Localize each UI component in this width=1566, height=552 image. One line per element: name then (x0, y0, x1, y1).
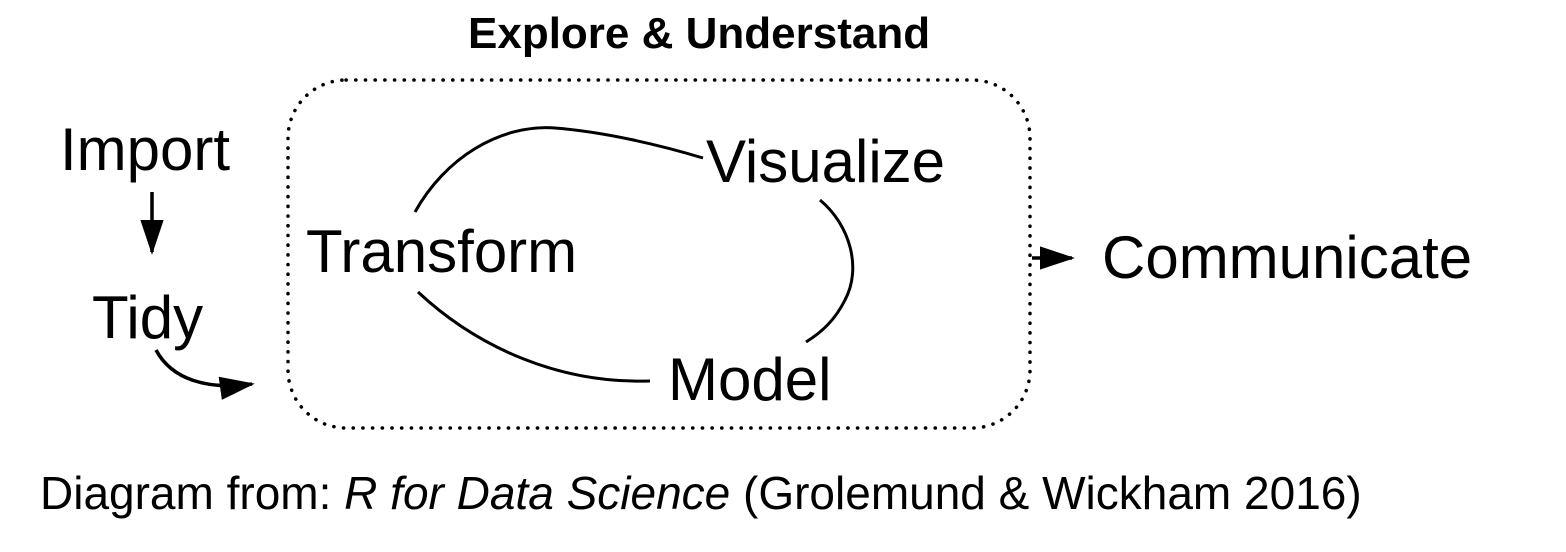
node-model: Model (668, 346, 832, 413)
arrow-tidy-to-box (154, 349, 255, 400)
node-tidy: Tidy (92, 284, 204, 351)
node-communicate: Communicate (1102, 224, 1473, 291)
node-import: Import (60, 116, 231, 183)
caption-source-title: R for Data Science (344, 467, 731, 519)
node-visualize: Visualize (706, 128, 946, 195)
explore-box-title: Explore & Understand (468, 9, 931, 58)
explore-understand-box (286, 78, 1032, 430)
curve-visualize-to-model (805, 198, 855, 344)
curve-model-to-transform (416, 290, 651, 383)
caption-suffix: (Grolemund & Wickham 2016) (730, 467, 1362, 519)
curve-transform-to-visualize (413, 126, 704, 213)
caption-prefix: Diagram from: (40, 467, 345, 519)
node-transform: Transform (306, 218, 578, 285)
diagram-caption: Diagram from: R for Data Science (Grolem… (40, 466, 1362, 521)
